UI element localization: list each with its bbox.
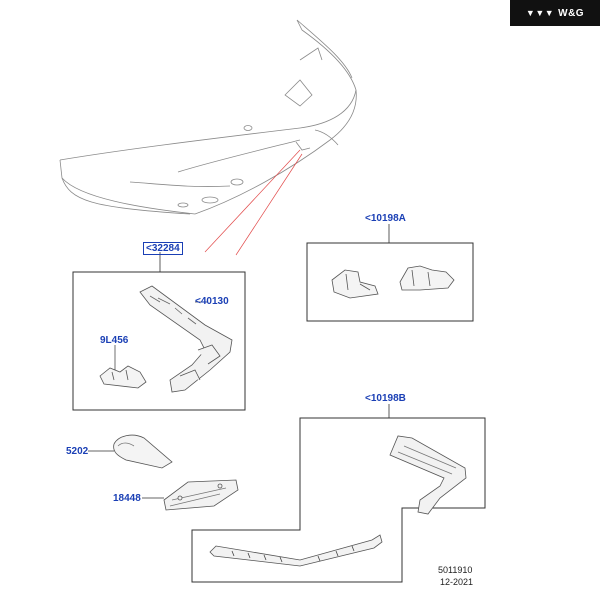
- kit-b-trim-strip[interactable]: [209, 534, 383, 567]
- diagram-number: 5011910: [438, 565, 473, 575]
- callout-main-assembly[interactable]: <32284: [143, 242, 183, 255]
- lower-bracket-part[interactable]: [163, 479, 239, 511]
- callout-kit-b[interactable]: <10198B: [365, 393, 406, 404]
- kit-a-clip-left[interactable]: [331, 269, 379, 299]
- callout-bracket-lower[interactable]: 18448: [113, 493, 141, 504]
- callout-small-clip[interactable]: 9L456: [100, 335, 129, 346]
- brand-logo-text: W&G: [558, 7, 585, 19]
- leader-lines-red: [204, 149, 303, 256]
- callout-kit-a[interactable]: <10198A: [365, 213, 406, 224]
- small-clip-part[interactable]: [99, 365, 147, 389]
- diagram-date: 12-2021: [440, 577, 474, 587]
- kit-b-deflector-part[interactable]: [389, 435, 467, 515]
- cover-part[interactable]: [113, 434, 173, 469]
- assembly-frame: [72, 271, 246, 411]
- kit-a-clip-right[interactable]: [399, 265, 455, 291]
- brand-logo: ▼▼▼ W&G: [510, 0, 600, 26]
- kit-b-frame: [191, 417, 486, 583]
- corner-bracket-part[interactable]: [139, 285, 233, 393]
- kit-a-frame: [306, 242, 474, 322]
- callout-corner-bracket[interactable]: <40130: [195, 296, 229, 307]
- rear-bumper[interactable]: [59, 19, 357, 215]
- brand-mark-icon: ▼▼▼: [525, 8, 555, 18]
- callout-cover[interactable]: 5202: [66, 446, 89, 457]
